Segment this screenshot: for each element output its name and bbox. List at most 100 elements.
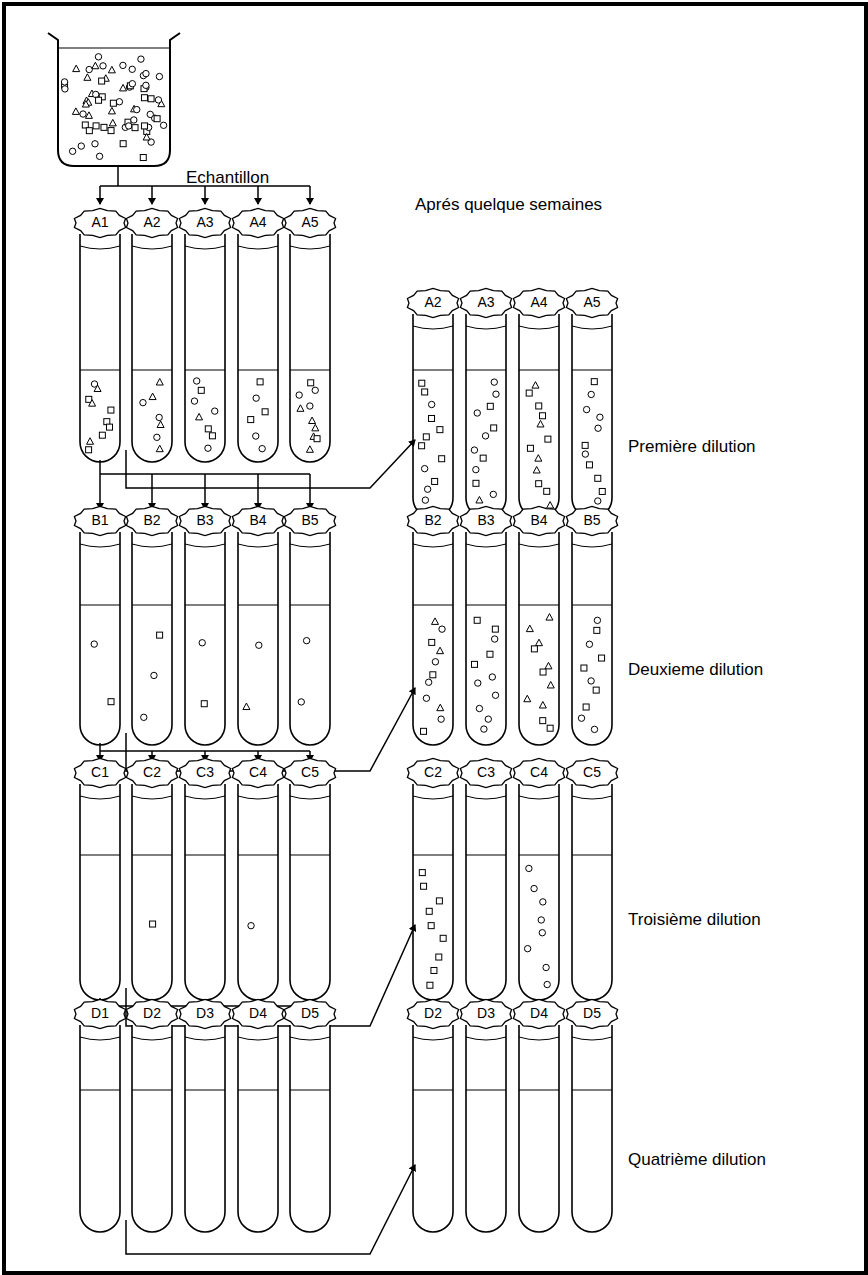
cotton-plug [519, 796, 559, 799]
tube-cap [566, 758, 617, 787]
transfer-arrow [126, 688, 415, 771]
tube-cap [513, 758, 564, 787]
cell-square [93, 123, 99, 129]
cell-square [540, 718, 546, 724]
tube-cap [513, 288, 564, 317]
cotton-plug [238, 544, 278, 547]
flow-line [99, 743, 101, 751]
cell-circle [591, 726, 597, 732]
cell-square [314, 436, 320, 442]
cell-square [536, 403, 542, 409]
cotton-plug [238, 1037, 278, 1040]
cell-circle [129, 81, 135, 87]
test-tube [185, 234, 225, 462]
cotton-plug [572, 326, 612, 329]
tube-label: A2 [142, 215, 161, 230]
cell-square [429, 639, 435, 645]
cell-triangle [149, 393, 156, 400]
cell-square [599, 655, 605, 661]
cell-triangle [157, 421, 164, 428]
cell-circle [253, 433, 259, 439]
cell-square [132, 125, 138, 131]
cell-triangle [82, 101, 89, 108]
liquid-level [413, 604, 453, 605]
tube-label: A4 [529, 295, 548, 310]
cell-circle [540, 899, 546, 905]
liquid-level [572, 604, 612, 605]
test-tube [572, 532, 612, 745]
test-tube [185, 784, 225, 1000]
cell-circle [474, 410, 480, 416]
cell-square [106, 424, 112, 430]
flow-arrow [204, 186, 206, 204]
cotton-plug [572, 544, 612, 547]
cell-square [141, 123, 147, 129]
test-tube [290, 1025, 330, 1232]
cell-square [209, 433, 215, 439]
cell-square [582, 442, 588, 448]
cell-circle [96, 153, 102, 159]
cell-square [101, 124, 107, 130]
cell-square [487, 651, 493, 657]
cell-triangle [196, 413, 203, 420]
tube-label: A5 [582, 295, 601, 310]
cell-circle [439, 626, 445, 632]
test-tube [132, 784, 172, 1000]
cell-circle [312, 387, 318, 393]
tube-cap [179, 999, 230, 1028]
cell-square [150, 921, 156, 927]
cotton-plug [80, 1037, 120, 1040]
cotton-plug [290, 544, 330, 547]
tube-label: C4 [248, 765, 268, 780]
cell-circle [588, 391, 594, 397]
tube-label: B4 [529, 513, 548, 528]
cotton-plug [519, 326, 559, 329]
test-tube [80, 784, 120, 1000]
liquid-level [290, 604, 330, 605]
cell-triangle [545, 662, 552, 669]
test-tube [290, 532, 330, 745]
cell-triangle [92, 62, 99, 68]
cotton-plug [238, 796, 278, 799]
cell-circle [298, 699, 304, 705]
tube-cap [179, 758, 230, 787]
cell-triangle [537, 420, 544, 427]
test-tube [185, 1025, 225, 1232]
cell-square [432, 478, 438, 484]
test-tube [80, 234, 120, 462]
liquid-level [466, 854, 506, 855]
cell-circle [475, 680, 481, 686]
cell-square [436, 954, 442, 960]
cell-circle [493, 391, 499, 397]
cell-square [110, 100, 116, 106]
cell-circle [126, 123, 132, 129]
cotton-plug [466, 796, 506, 799]
cell-circle [491, 379, 497, 385]
cell-circle [485, 716, 491, 722]
liquid-level [80, 1089, 120, 1090]
cotton-plug [290, 796, 330, 799]
cell-square [599, 488, 605, 494]
tube-cap [126, 758, 177, 787]
cell-circle [156, 73, 162, 79]
transfer-arrow [126, 440, 415, 488]
cell-circle [93, 91, 99, 97]
cell-triangle [547, 681, 554, 688]
tube-label: B2 [142, 513, 161, 528]
tube-cap [284, 999, 335, 1028]
cell-circle [253, 395, 259, 401]
cell-square [581, 665, 587, 671]
cotton-plug [466, 1037, 506, 1040]
tube-cap [460, 506, 511, 535]
tube-cap [284, 758, 335, 787]
cell-circle [423, 695, 429, 701]
cell-circle [594, 617, 600, 623]
cell-square [480, 455, 486, 461]
cell-square [474, 617, 480, 623]
cell-circle [129, 66, 135, 72]
test-tube [572, 314, 612, 518]
tube-label: C3 [476, 765, 496, 780]
tube-cap [407, 999, 458, 1028]
tube-label: B4 [248, 513, 267, 528]
cell-circle [147, 111, 153, 117]
